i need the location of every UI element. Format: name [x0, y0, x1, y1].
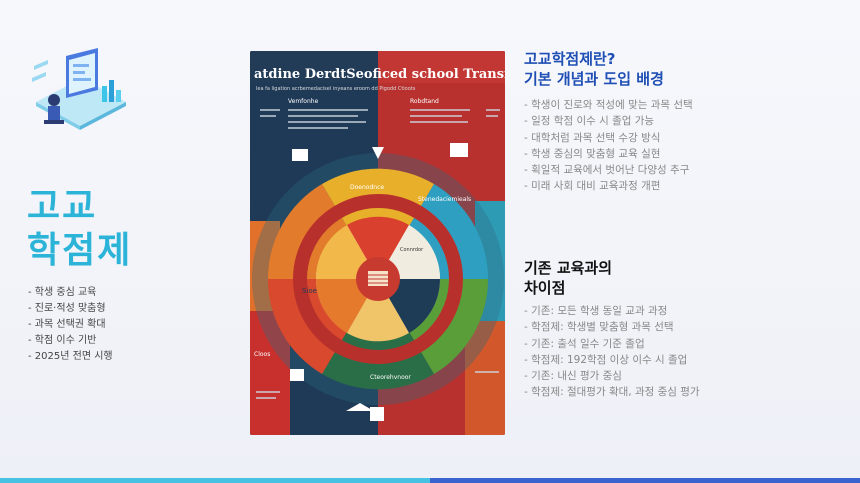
section1-title: 고교학점제란? 기본 개념과 도입 배경 [524, 49, 664, 89]
infographic-poster: atdine DerdtSeoficed school Transitioon … [250, 51, 505, 435]
main-title-line2: 학점제 [27, 230, 133, 271]
list-item: - 학점제: 절대평가 확대, 과정 중심 평가 [524, 386, 700, 399]
list-item: - 학생 중심의 맞춤형 교육 실현 [524, 147, 661, 160]
key-points-list: - 학생 중심 교육 - 진로·적성 맞춤형 - 과목 선택권 확대 - 학점 … [28, 285, 113, 365]
list-item: - 학점 이수 기반 [28, 335, 97, 346]
poster-center-label: Doenodnce [350, 184, 384, 191]
poster-arc-top-label: Stenedaciemieals [418, 196, 471, 203]
list-item: - 학생이 진로와 적성에 맞는 과목 선택 [524, 99, 693, 111]
poster-inner-label: Connrdor [400, 247, 424, 253]
list-item: - 대학처럼 과목 선택 수강 방식 [524, 131, 661, 144]
main-title-line1: 고교 [27, 186, 98, 227]
section1-title-line2: 기본 개념과 도입 배경 [524, 70, 664, 88]
section2-title-line2: 차이점 [524, 279, 566, 297]
poster-arc-bottom-label: Cteorehvnoor [370, 374, 411, 381]
list-item: - 미래 사회 대비 교육과정 개편 [524, 180, 661, 193]
list-item: - 기존: 출석 일수 기준 졸업 [524, 337, 645, 350]
list-item: - 기존: 내신 평가 중심 [524, 370, 622, 383]
poster-left-label: Sioe [302, 287, 317, 295]
list-item: - 학생 중심 교육 [28, 287, 97, 298]
poster-label-b: Robdtand [410, 98, 439, 105]
poster-graphic: atdine DerdtSeoficed school Transitioon … [250, 51, 505, 435]
footer-bar-left [0, 478, 430, 483]
list-item: - 획일적 교육에서 벗어난 다양성 추구 [524, 164, 690, 177]
section2-list: - 기존: 모든 학생 동일 교과 과정 - 학점제: 학생별 맞춤형 과목 선… [524, 303, 700, 401]
laptop-illustration-icon [32, 48, 126, 130]
list-item: - 2025년 전면 시행 [28, 351, 113, 362]
list-item: - 진로·적성 맞춤형 [28, 303, 106, 314]
footer-bar-right [430, 478, 860, 483]
poster-subtitle: lea fa ligation acrbemedacisel inyeans e… [256, 86, 416, 92]
poster-left-low-label: Cloos [254, 351, 270, 358]
list-item: - 학점제: 192학점 이상 이수 시 졸업 [524, 353, 688, 366]
main-title: 고교 학점제 [27, 185, 132, 273]
list-item: - 일정 학점 이수 시 졸업 가능 [524, 115, 655, 128]
poster-label-a: Vemfonhe [288, 98, 319, 105]
section1-title-line1: 고교학점제란? [524, 50, 616, 68]
list-item: - 기존: 모든 학생 동일 교과 과정 [524, 305, 668, 317]
section1-list: - 학생이 진로와 적성에 맞는 과목 선택 - 일정 학점 이수 시 졸업 가… [524, 97, 693, 195]
section2-title-line1: 기존 교육과의 [524, 259, 613, 277]
list-item: - 학점제: 학생별 맞춤형 과목 선택 [524, 321, 674, 334]
poster-title: atdine DerdtSeoficed school Transitioon [254, 67, 505, 82]
list-item: - 과목 선택권 확대 [28, 319, 106, 330]
section2-title: 기존 교육과의 차이점 [524, 258, 612, 298]
